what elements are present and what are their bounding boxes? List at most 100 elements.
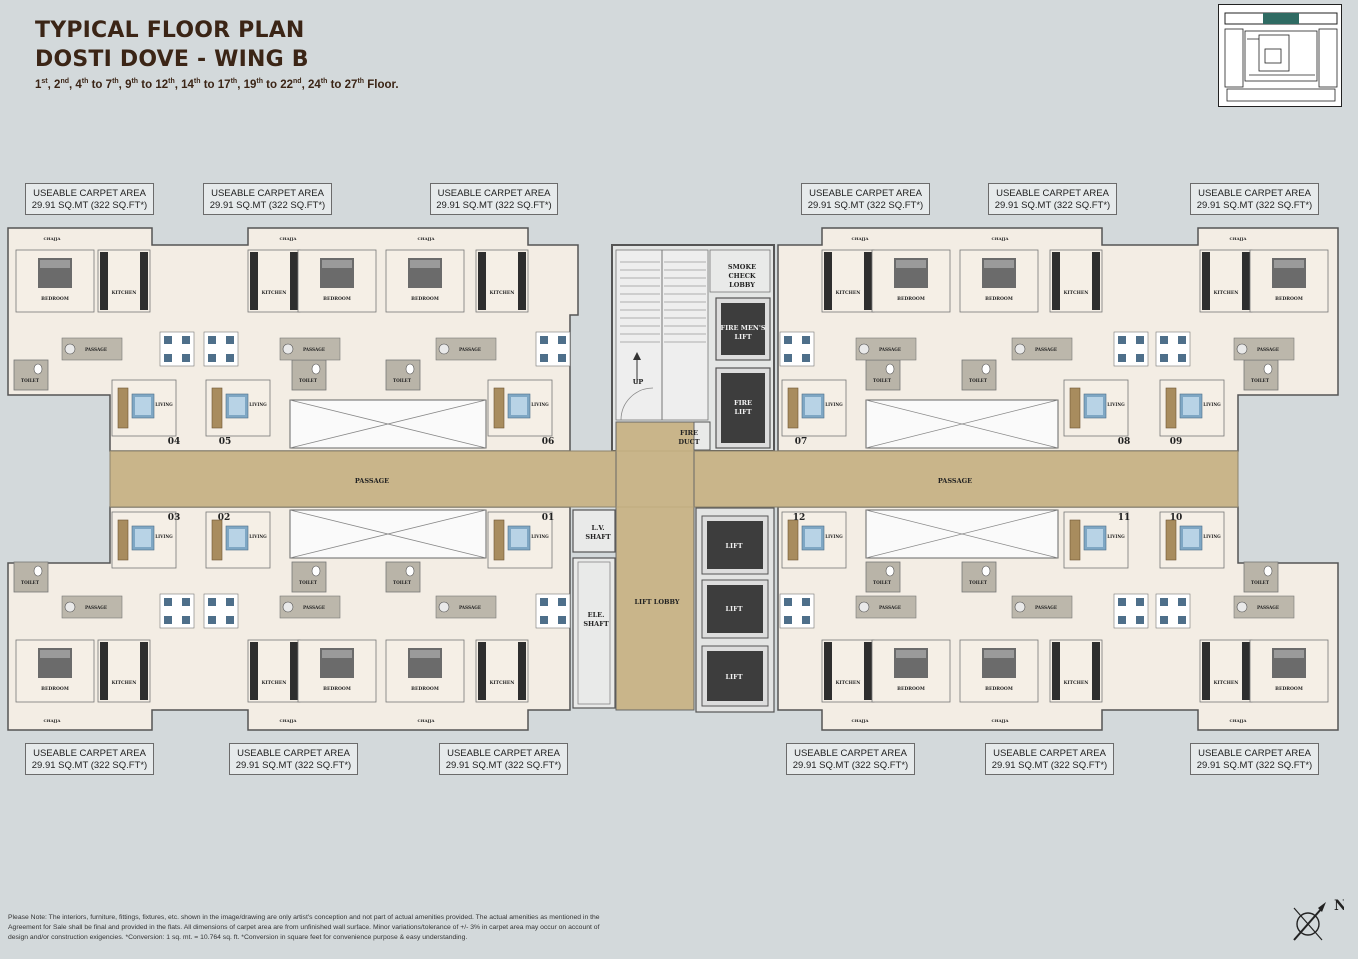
key-plan [1218,4,1342,107]
floor-separator: to [262,78,281,91]
carpet-area-heading: USEABLE CARPET AREA [794,748,907,759]
floor-list: 1st, 2nd, 4th to 7th, 9th to 12th, 14th … [35,78,399,91]
carpet-area-value: 29.91 SQ.MT (322 SQ.FT*) [994,200,1111,211]
kitchen: KITCHEN [475,249,529,313]
passage-left-label: PASSAGE [355,477,389,485]
living: LIVING [111,511,177,569]
kitchen-label: KITCHEN [836,290,861,296]
toilet: TOILET [291,561,327,593]
flats-layer: KITCHENBEDROOMTOILETPASSAGELIVINGCHAJJAK… [7,227,1339,731]
carpet-area-value: 29.91 SQ.MT (322 SQ.FT*) [445,760,562,771]
floor-ordinal: th [230,78,238,85]
floor-ordinal: th [81,78,89,85]
title-line-2: DOSTI DOVE - WING B [35,47,309,72]
kitchen: KITCHEN [97,249,151,313]
kitchen: KITCHEN [475,639,529,703]
lift-lobby [615,421,695,711]
flat-number: 12 [793,513,806,523]
carpet-area-heading: USEABLE CARPET AREA [437,188,551,199]
floor-ordinal: th [131,78,139,85]
carpet-area-value: 29.91 SQ.MT (322 SQ.FT*) [807,200,924,211]
living-label: LIVING [1203,402,1221,407]
passage-label: PASSAGE [459,605,481,610]
toilet-label: TOILET [1251,580,1270,585]
kitchen-label: KITCHEN [262,680,287,686]
dining-table [535,593,571,629]
fire-duct-label-1: FIRE [680,429,698,437]
lift-3-label: LIFT [725,673,742,681]
bedroom: BEDROOM [15,639,95,703]
kitchen-label: KITCHEN [490,680,515,686]
dining-table [1113,331,1149,367]
chajja-label: CHAJJA [280,718,298,723]
ele-shaft-label-1: ELE. [588,611,605,619]
floor-ordinal: th [256,78,263,85]
fire-mens-lift-label-1: FIRE MEN'S [720,324,765,332]
bedroom-label: BEDROOM [323,686,351,692]
chajja-label: CHAJJA [280,236,298,241]
bedroom-label: BEDROOM [323,296,351,302]
bedroom-label: BEDROOM [1275,686,1303,692]
lv-shaft-label-2: SHAFT [585,533,610,541]
toilet-label: TOILET [299,580,318,585]
living: LIVING [1063,511,1129,569]
chajja-label: CHAJJA [44,718,62,723]
carpet-area-value: 29.91 SQ.MT (322 SQ.FT*) [1196,760,1313,771]
floor-separator: , [237,78,244,91]
toilet-label: TOILET [393,580,412,585]
bedroom-label: BEDROOM [1275,296,1303,302]
ele-shaft-label-2: SHAFT [583,620,608,628]
flat-number: 09 [1170,437,1183,447]
carpet-area-value: 29.91 SQ.MT (322 SQ.FT*) [1196,200,1313,211]
living-label: LIVING [249,402,267,407]
carpet-area-heading: USEABLE CARPET AREA [809,188,922,199]
bedroom: BEDROOM [959,249,1039,313]
carpet-area-heading: USEABLE CARPET AREA [33,748,146,759]
passage-label: PASSAGE [303,605,325,610]
duct-cross [865,509,1059,559]
kitchen: KITCHEN [1199,639,1253,703]
flat-passage: PASSAGE [435,337,497,361]
carpet-area-heading: USEABLE CARPET AREA [1198,188,1311,199]
floor-number: 7 [105,78,113,91]
living: LIVING [1063,379,1129,437]
bedroom-label: BEDROOM [411,296,439,302]
flat-number: 10 [1170,513,1183,523]
flat-number: 04 [168,437,181,447]
chajja-label: CHAJJA [418,718,436,723]
bedroom: BEDROOM [871,249,951,313]
bedroom: BEDROOM [959,639,1039,703]
living-label: LIVING [155,402,173,407]
floor-number: 22 [280,78,294,91]
living-label: LIVING [825,402,843,407]
living: LIVING [205,379,271,437]
flat-passage: PASSAGE [279,337,341,361]
floor-ordinal: nd [60,78,69,85]
dining-table [1155,593,1191,629]
fire-mens-lift-label-2: LIFT [734,333,751,341]
toilet-label: TOILET [873,580,892,585]
floor-ordinal: th [357,78,365,85]
toilet-label: TOILET [21,378,40,383]
floor-number: 19 [243,78,257,91]
disclaimer-note: Please Note: The interiors, furniture, f… [8,914,600,941]
kitchen-label: KITCHEN [1214,290,1239,296]
floor-separator: to [200,78,218,91]
toilet: TOILET [385,359,421,391]
fire-duct-label-2: DUCT [678,438,699,446]
toilet: TOILET [385,561,421,593]
chajja-label: CHAJJA [418,236,436,241]
floor-number: 9 [125,78,132,91]
duct-cross [289,509,487,559]
flat-number: 03 [168,513,181,523]
